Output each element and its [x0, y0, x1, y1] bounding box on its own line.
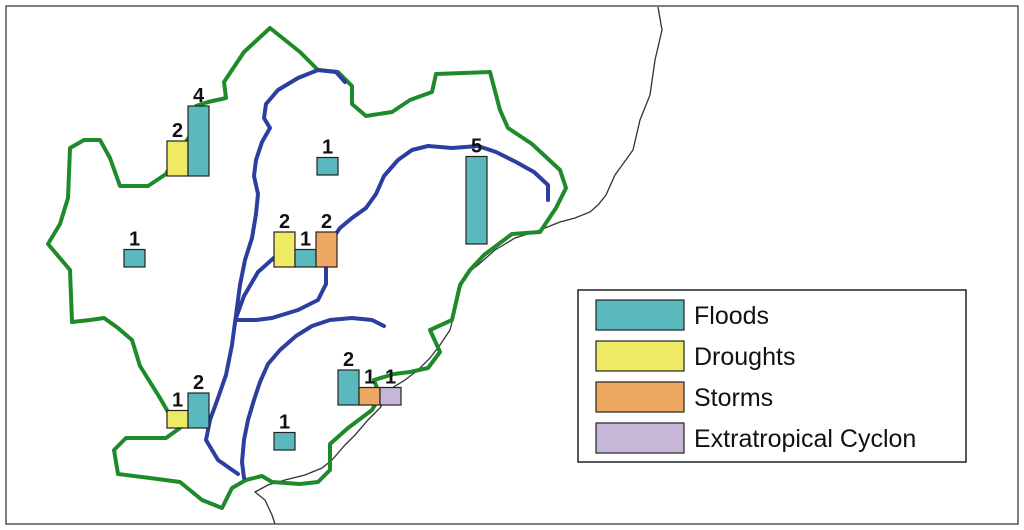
count-label-southeast-storms: 1 — [364, 367, 375, 389]
legend-swatch-extratropical-cyclone — [595, 422, 685, 454]
count-label-center-floods: 1 — [300, 229, 311, 251]
bar-southeast-storms — [358, 386, 381, 406]
frame-border — [5, 5, 1019, 525]
basin-boundary — [46, 26, 568, 510]
count-label-southwest-droughts: 1 — [172, 390, 183, 412]
count-label-south-central-floods: 1 — [279, 412, 290, 434]
river-south — [240, 316, 386, 480]
count-label-center-storms: 2 — [321, 211, 332, 233]
bar-northwest-droughts — [166, 140, 189, 177]
count-label-southeast-extratropical-cyclone: 1 — [385, 367, 396, 389]
river-east — [236, 144, 550, 322]
bar-west-floods — [123, 248, 146, 268]
bar-south-central-floods — [273, 431, 296, 451]
count-label-southwest-floods: 2 — [193, 372, 204, 394]
count-label-east-floods: 5 — [471, 136, 482, 158]
legend-swatch-floods — [595, 299, 685, 331]
legend-label-storms: Storms — [694, 384, 773, 412]
bar-southwest-floods — [187, 392, 210, 429]
bar-center-floods — [294, 248, 317, 268]
legend-label-droughts: Droughts — [694, 343, 795, 371]
bar-northwest-floods — [187, 105, 210, 177]
river-main — [204, 68, 347, 476]
count-label-north-central-floods: 1 — [322, 137, 333, 159]
bar-center-storms — [315, 231, 338, 268]
count-label-west-floods: 1 — [129, 229, 140, 251]
legend-label-extratropical-cyclone: Extratropical Cyclon — [694, 425, 916, 453]
bar-southwest-droughts — [166, 409, 189, 429]
count-label-northwest-floods: 4 — [193, 85, 205, 107]
count-label-northwest-droughts: 2 — [172, 120, 183, 142]
bar-southeast-floods — [337, 369, 360, 406]
legend-swatch-droughts — [595, 340, 685, 372]
legend-swatch-storms — [595, 381, 685, 413]
bar-east-floods — [465, 155, 488, 245]
bar-center-droughts — [273, 231, 296, 268]
count-label-center-droughts: 2 — [279, 211, 290, 233]
legend-label-floods: Floods — [694, 302, 769, 330]
bar-southeast-extratropical-cyclone — [379, 386, 402, 406]
legend: Floods Droughts Storms Extratropical Cyc… — [577, 289, 967, 463]
bar-north-central-floods — [316, 156, 339, 176]
count-label-southeast-floods: 2 — [343, 349, 354, 371]
